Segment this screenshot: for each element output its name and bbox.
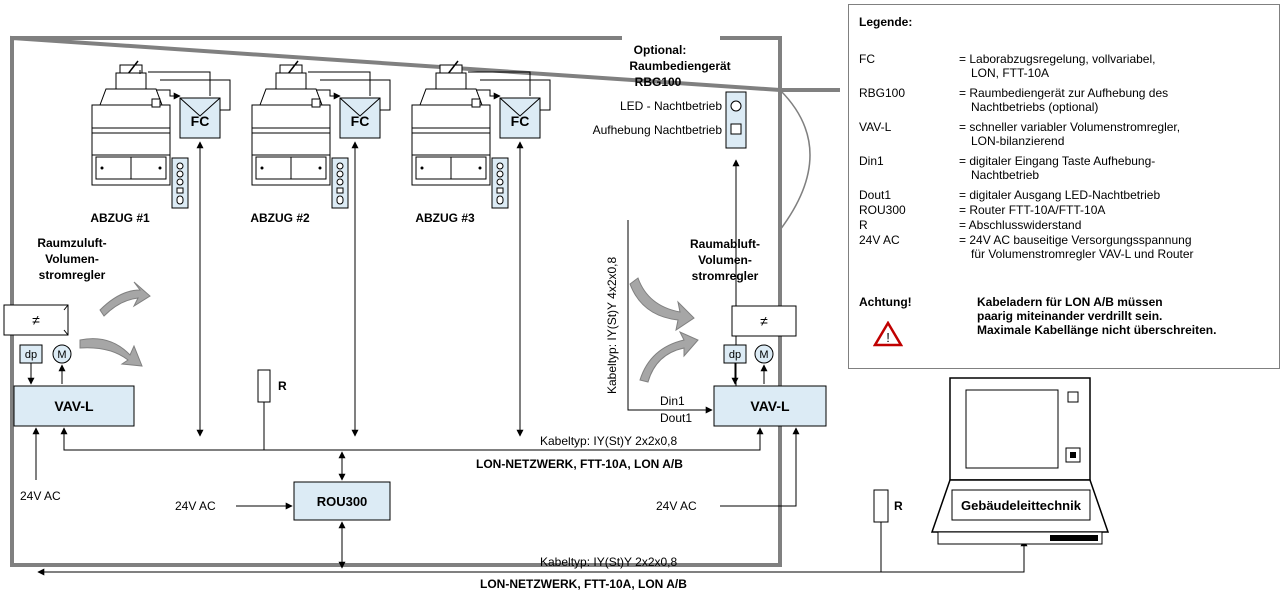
fc-label-1: FC (191, 113, 210, 129)
exhaust-air-arrow-2 (639, 330, 699, 383)
led-icon (730, 100, 742, 112)
svg-text:!: ! (886, 330, 890, 345)
fc-label-2: FC (351, 113, 370, 129)
outer-lon-bus (37, 539, 1028, 576)
hood-label-3: ABZUG #3 (415, 211, 475, 225)
supply-air-arrow-2 (79, 338, 143, 367)
warning-icon: ! (873, 321, 903, 347)
led-label: LED - Nachtbetrieb (620, 99, 722, 113)
router-box (293, 481, 391, 521)
dout1-wire (627, 220, 713, 414)
svg-text:≠: ≠ (760, 313, 768, 329)
din1-label: Din1 (660, 394, 685, 408)
svg-text:≠: ≠ (32, 312, 40, 328)
dout1-label: Dout1 (660, 411, 692, 425)
supply-vav-box (13, 385, 135, 427)
exhaust-motor-icon (754, 344, 774, 364)
exhaust-vav-label: VAV-L (750, 398, 790, 414)
lon-outer-label: LON-NETZWERK, FTT-10A, LON A/B (480, 577, 687, 591)
supply-motor-icon (52, 344, 72, 364)
fume-hood-1: FC ABZUG #1 (90, 60, 231, 225)
supply-24v-label: 24V AC (20, 489, 61, 503)
fc-label-3: FC (511, 113, 530, 129)
hood-label-2: ABZUG #2 (250, 211, 310, 225)
fume-hood-3: FC ABZUG #3 (411, 60, 551, 225)
fume-hood-2: FC ABZUG #2 (250, 60, 391, 225)
supply-dp-label: dp (25, 349, 37, 361)
resistor-inner-label: R (278, 379, 287, 393)
hood-label-1: ABZUG #1 (90, 211, 150, 225)
supply-damper: ≠ (3, 304, 69, 336)
optional-line-2: Raumbediengerät (629, 59, 730, 73)
exhaust-24v-label: 24V AC (656, 499, 697, 513)
rbg100-device (725, 91, 747, 149)
exhaust-motor-label: M (759, 349, 768, 361)
supply-title-2: Volumen- (45, 252, 99, 266)
optional-line-3: RBG100 (635, 75, 682, 89)
inner-lon-bus (60, 427, 764, 451)
cable-vertical-label: Kabeltyp: IY(St)Y 4x2x0,8 (605, 256, 619, 394)
supply-motor-label: M (57, 349, 66, 361)
door-arc (779, 89, 811, 231)
lon-inner-label: LON-NETZWERK, FTT-10A, LON A/B (476, 457, 683, 471)
resistor-outer-label: R (894, 499, 903, 513)
supply-title-1: Raumzuluft- (37, 236, 106, 250)
computer-icon (930, 377, 1110, 545)
override-button-icon (730, 123, 742, 135)
exhaust-dp-label: dp (729, 349, 741, 361)
optional-line-1: Optional: (634, 43, 687, 57)
legend-box: Legende: FC = Laborabzugsregelung, vollv… (848, 4, 1280, 369)
resistor-outer (873, 489, 889, 523)
exhaust-damper: ≠ (731, 305, 797, 337)
bms-label: Gebäudeleittechnik (961, 498, 1082, 513)
exhaust-title-3: stromregler (692, 269, 759, 283)
legend-title: Legende: (859, 15, 913, 29)
exhaust-air-arrow-1 (629, 277, 695, 332)
router-label: ROU300 (317, 494, 368, 509)
override-label: Aufhebung Nachtbetrieb (593, 123, 723, 137)
exhaust-title-2: Volumen- (698, 253, 752, 267)
cable-outer-label: Kabeltyp: IY(St)Y 2x2x0,8 (540, 555, 678, 569)
resistor-inner (257, 369, 271, 403)
router-24v-label: 24V AC (175, 499, 216, 513)
exhaust-title-1: Raumabluft- (690, 237, 760, 251)
exhaust-vav-box (713, 385, 827, 427)
cable-inner-label: Kabeltyp: IY(St)Y 2x2x0,8 (540, 434, 678, 448)
supply-vav-label: VAV-L (54, 398, 94, 414)
supply-title-3: stromregler (39, 268, 106, 282)
supply-air-arrow-1 (99, 281, 151, 317)
